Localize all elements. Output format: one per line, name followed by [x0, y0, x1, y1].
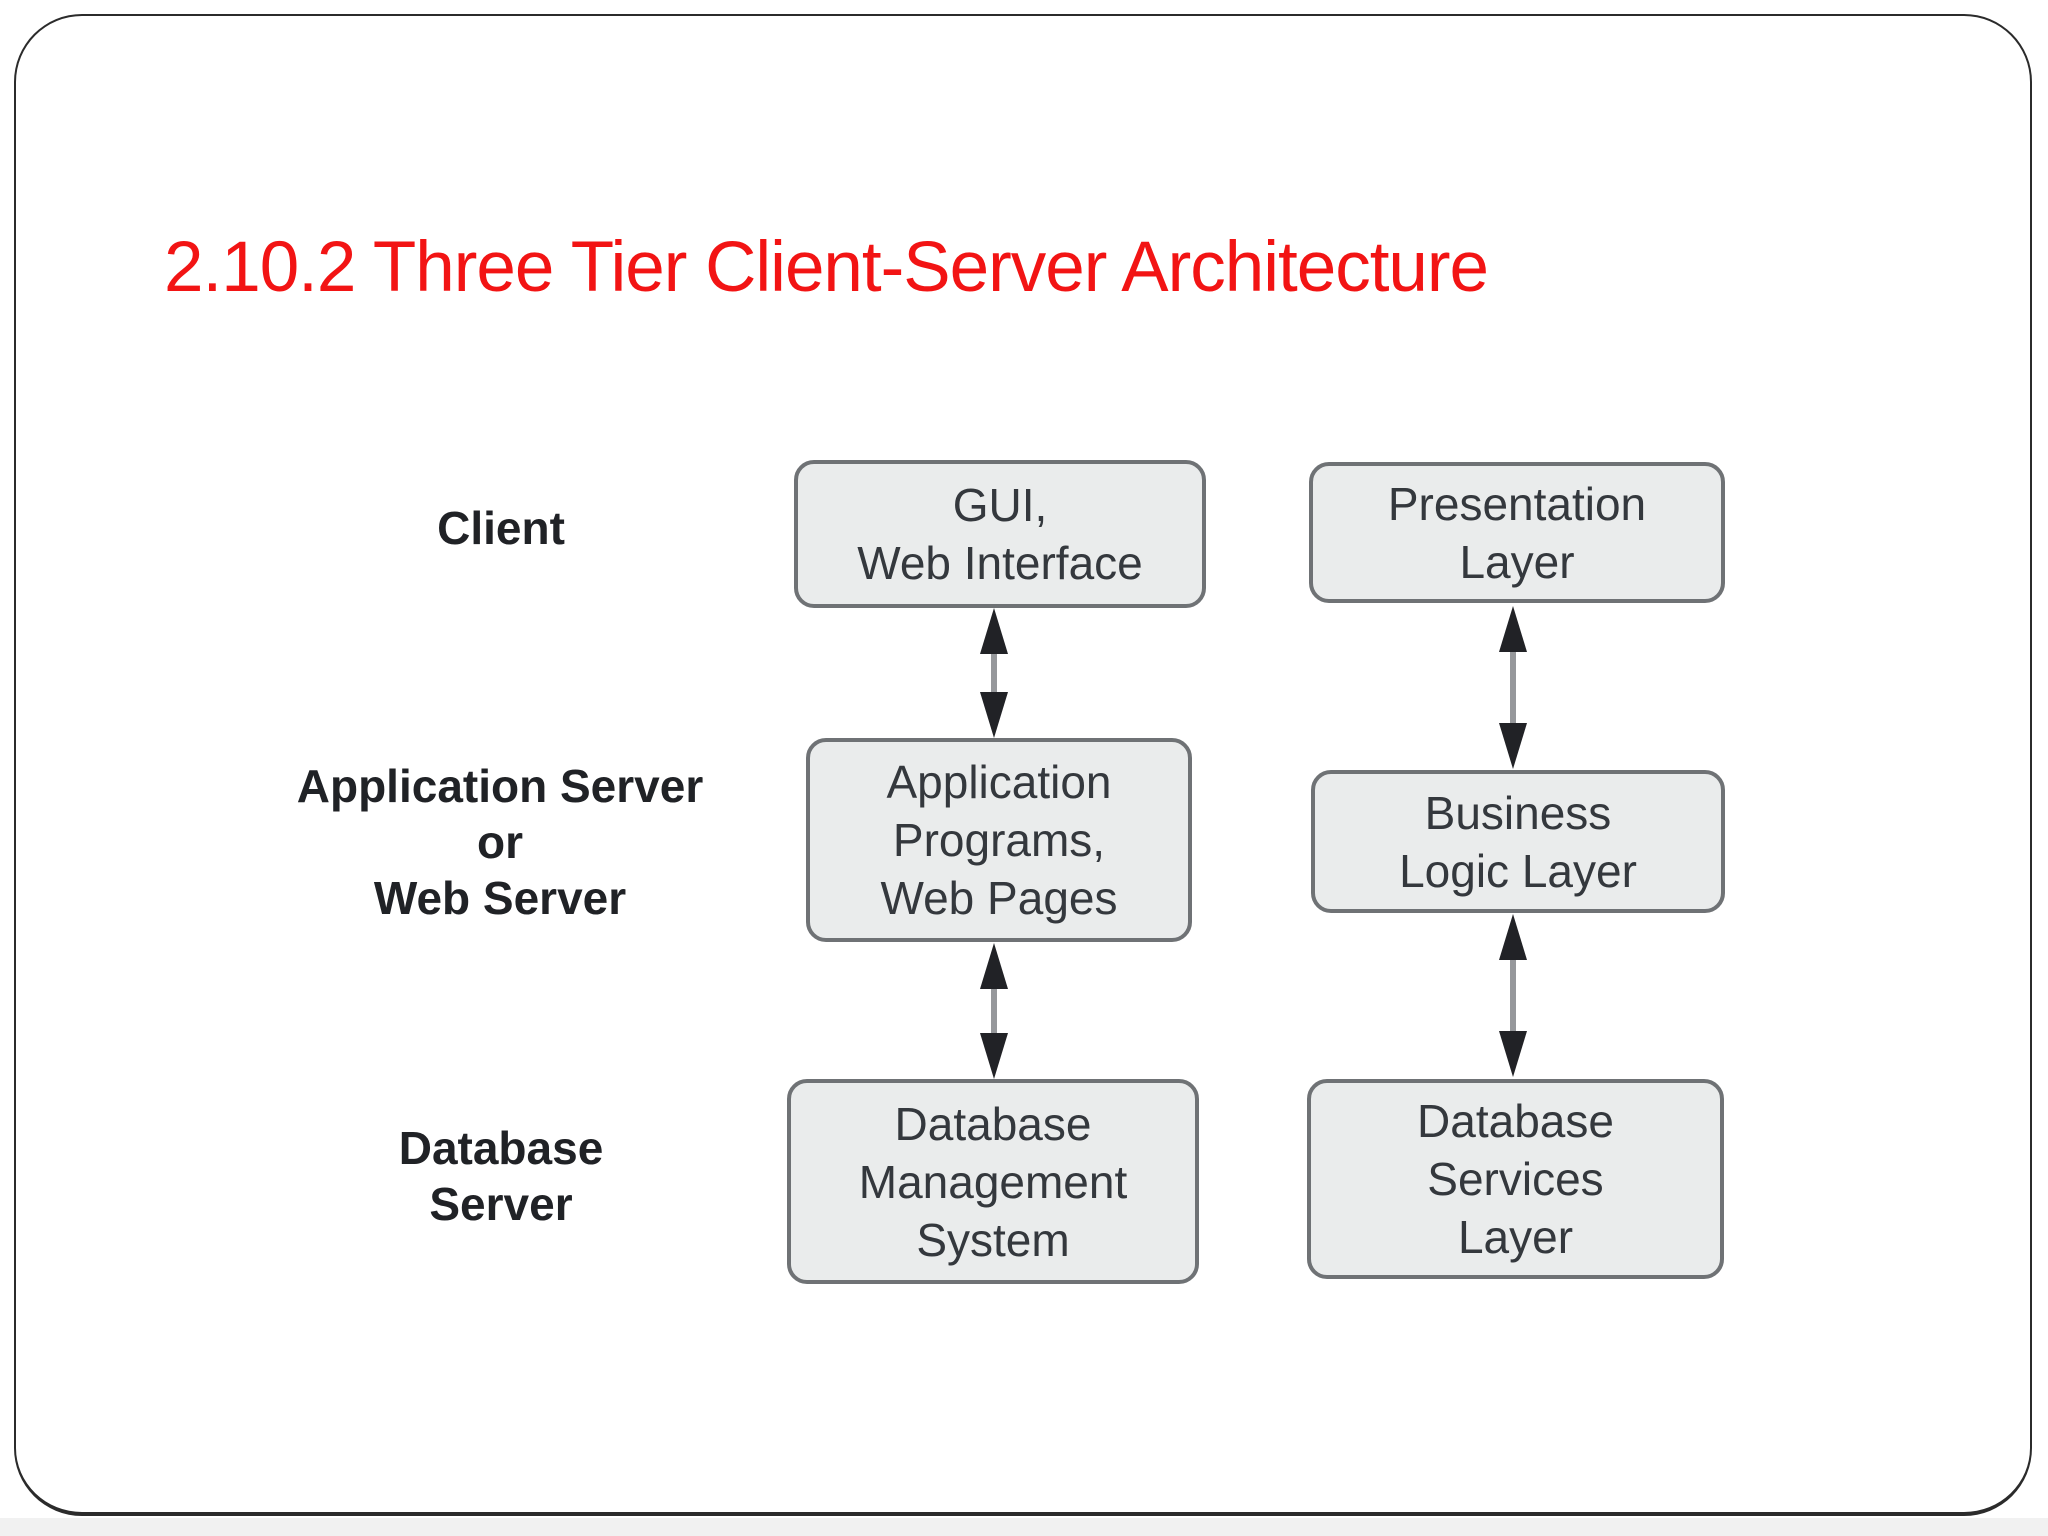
page-bottom-strip	[0, 1518, 2048, 1536]
slide-content-layer: 2.10.2 Three Tier Client-Server Architec…	[16, 16, 2030, 1512]
bidirectional-arrow-icon	[1499, 914, 1527, 1077]
tier-label-database-server: Database Server	[398, 1122, 604, 1230]
box-database-services-layer: Database Services Layer	[1307, 1079, 1724, 1279]
box-business-logic-layer: Business Logic Layer	[1311, 770, 1725, 913]
box-gui-web-interface: GUI, Web Interface	[794, 460, 1206, 608]
box-database-management-system: Database Management System	[787, 1079, 1199, 1284]
tier-label-client: Client	[437, 502, 565, 554]
slide-title: 2.10.2 Three Tier Client-Server Architec…	[164, 228, 1489, 307]
tier-label-application-server: Application Server or Web Server	[296, 760, 704, 924]
box-application-programs-web-pages: Application Programs, Web Pages	[806, 738, 1192, 942]
bidirectional-arrow-icon	[980, 943, 1008, 1079]
bidirectional-arrow-icon	[1499, 606, 1527, 769]
slide: 2.10.2 Three Tier Client-Server Architec…	[14, 14, 2032, 1516]
box-presentation-layer: Presentation Layer	[1309, 462, 1725, 603]
bidirectional-arrow-icon	[980, 608, 1008, 738]
